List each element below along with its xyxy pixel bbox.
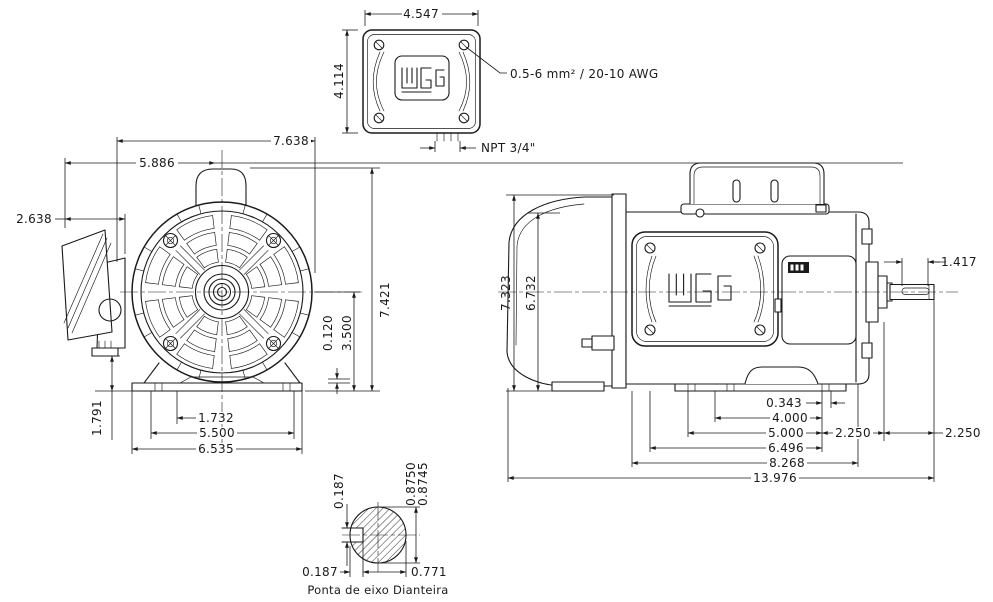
- dim-foot-height-label: 1.791: [90, 400, 104, 436]
- dim-shaft-diameter: 0.8750 0.8745: [378, 462, 430, 564]
- front-base: [131, 362, 303, 392]
- dim-base-width: 6.535: [131, 391, 303, 456]
- shaft-detail-caption: Ponta de eixo Dianteira: [307, 583, 448, 597]
- dim-base-length-label: 6.496: [768, 441, 804, 455]
- terminal-box-cap: [680, 162, 830, 218]
- shaft: [865, 261, 935, 323]
- dim-bolt-hole-spacing: 5.500: [150, 391, 295, 440]
- cable-range-callout: 0.5-6 mm² / 20-10 AWG: [465, 46, 658, 81]
- dim-flat-to-opposite-label: 0.771: [411, 565, 447, 579]
- dim-slot-to-center-label: 1.732: [198, 411, 234, 425]
- side-feet: [551, 366, 847, 392]
- dim-fan-cover-height-label: 6.732: [524, 275, 538, 311]
- dim-f-dimension-label: 4.000: [772, 411, 808, 425]
- dim-fan-cover-height: 6.732: [524, 212, 560, 392]
- dim-overall-length-label: 13.976: [753, 471, 797, 485]
- weg-logo-side: WEG: [668, 273, 732, 307]
- conduit-label: NPT 3/4": [481, 141, 536, 155]
- dim-box-width: 4.547: [364, 7, 479, 26]
- dim-base-width-label: 6.535: [198, 442, 234, 456]
- dim-box-width-label: 4.547: [403, 7, 439, 21]
- front-view: 7.638 5.886 2.638 7.421 3.500: [16, 134, 903, 458]
- dim-slot-to-center: 1.732: [176, 391, 236, 425]
- dim-shaft-diameter-max-label: 0.8750: [404, 462, 418, 506]
- dim-key-flat: 0.187 0.771: [302, 541, 447, 579]
- conduit-box-side: [61, 229, 126, 357]
- dim-bolt-hole-spacing-label: 5.500: [199, 426, 235, 440]
- shaft-end-detail: 0.187 0.8750 0.8745 0.187 0.771 Ponta de…: [302, 462, 448, 597]
- dim-shaft-extension-label: 2.250: [945, 426, 981, 440]
- dim-overall-height-label: 7.421: [378, 282, 392, 318]
- dim-foot-to-face-label: 2.250: [835, 426, 871, 440]
- dim-key-length-label: 1.417: [941, 255, 977, 269]
- terminal-box-side: WEG: [631, 231, 782, 347]
- dim-body-length-label: 8.268: [769, 456, 805, 470]
- dim-key-width: 0.187: [332, 473, 349, 566]
- dim-foot-pad-thickness: 0.120: [321, 315, 350, 394]
- fan-grille: [134, 204, 310, 380]
- terminal-box-view: WEG 4.547: [332, 7, 658, 155]
- dim-box-height-label: 4.114: [332, 63, 346, 99]
- dim-base-length: 6.496: [649, 441, 823, 455]
- dim-foot-slot-width-label: 0.343: [766, 396, 802, 410]
- dim-bolt-spacing-label: 5.000: [768, 426, 804, 440]
- dim-centerline-height: 3.500: [314, 291, 360, 392]
- dim-box-to-center-label: 5.886: [139, 156, 175, 170]
- dim-foot-pad-thickness-label: 0.120: [321, 315, 335, 351]
- dim-overall-width: 7.638: [116, 134, 316, 273]
- dim-foot-height: 1.791: [90, 355, 132, 440]
- dim-key-width-label: 0.187: [332, 473, 346, 509]
- dim-f-dimension: 4.000: [714, 411, 823, 425]
- dim-shaft-extension: 2.250: [883, 426, 981, 440]
- conduit-callout: NPT 3/4": [420, 141, 536, 155]
- weg-logo: WEG: [394, 55, 450, 101]
- dim-overall-width-label: 7.638: [273, 134, 309, 148]
- dim-overall-height: 7.421: [250, 167, 392, 392]
- dim-centerline-height-label: 3.500: [340, 315, 354, 351]
- dim-key-flat-offset-label: 0.187: [302, 565, 338, 579]
- dim-body-length: 8.268: [631, 456, 859, 470]
- cable-range-label: 0.5-6 mm² / 20-10 AWG: [510, 67, 658, 81]
- nameplate: [781, 255, 857, 345]
- dim-box-depth: 2.638: [16, 212, 126, 254]
- dim-foot-to-face: 2.250: [821, 426, 885, 440]
- dim-overall-length: 13.976: [507, 471, 935, 485]
- dim-side-overall-height: 7.323: [499, 194, 614, 392]
- box-screw-icon: [373, 39, 470, 124]
- dim-foot-slot-width: 0.343: [766, 396, 845, 410]
- dim-shaft-diameter-min-label: 0.8745: [416, 462, 430, 506]
- dim-key-length: 1.417: [884, 255, 977, 286]
- conduit-boss: [436, 132, 459, 142]
- dim-box-height: 4.114: [332, 29, 358, 134]
- side-view: WEG: [498, 162, 981, 485]
- dim-bolt-spacing: 5.000: [687, 426, 823, 440]
- dim-box-depth-label: 2.638: [16, 212, 52, 226]
- dim-side-overall-height-label: 7.323: [499, 275, 513, 311]
- cover-screw-icon: [162, 232, 282, 352]
